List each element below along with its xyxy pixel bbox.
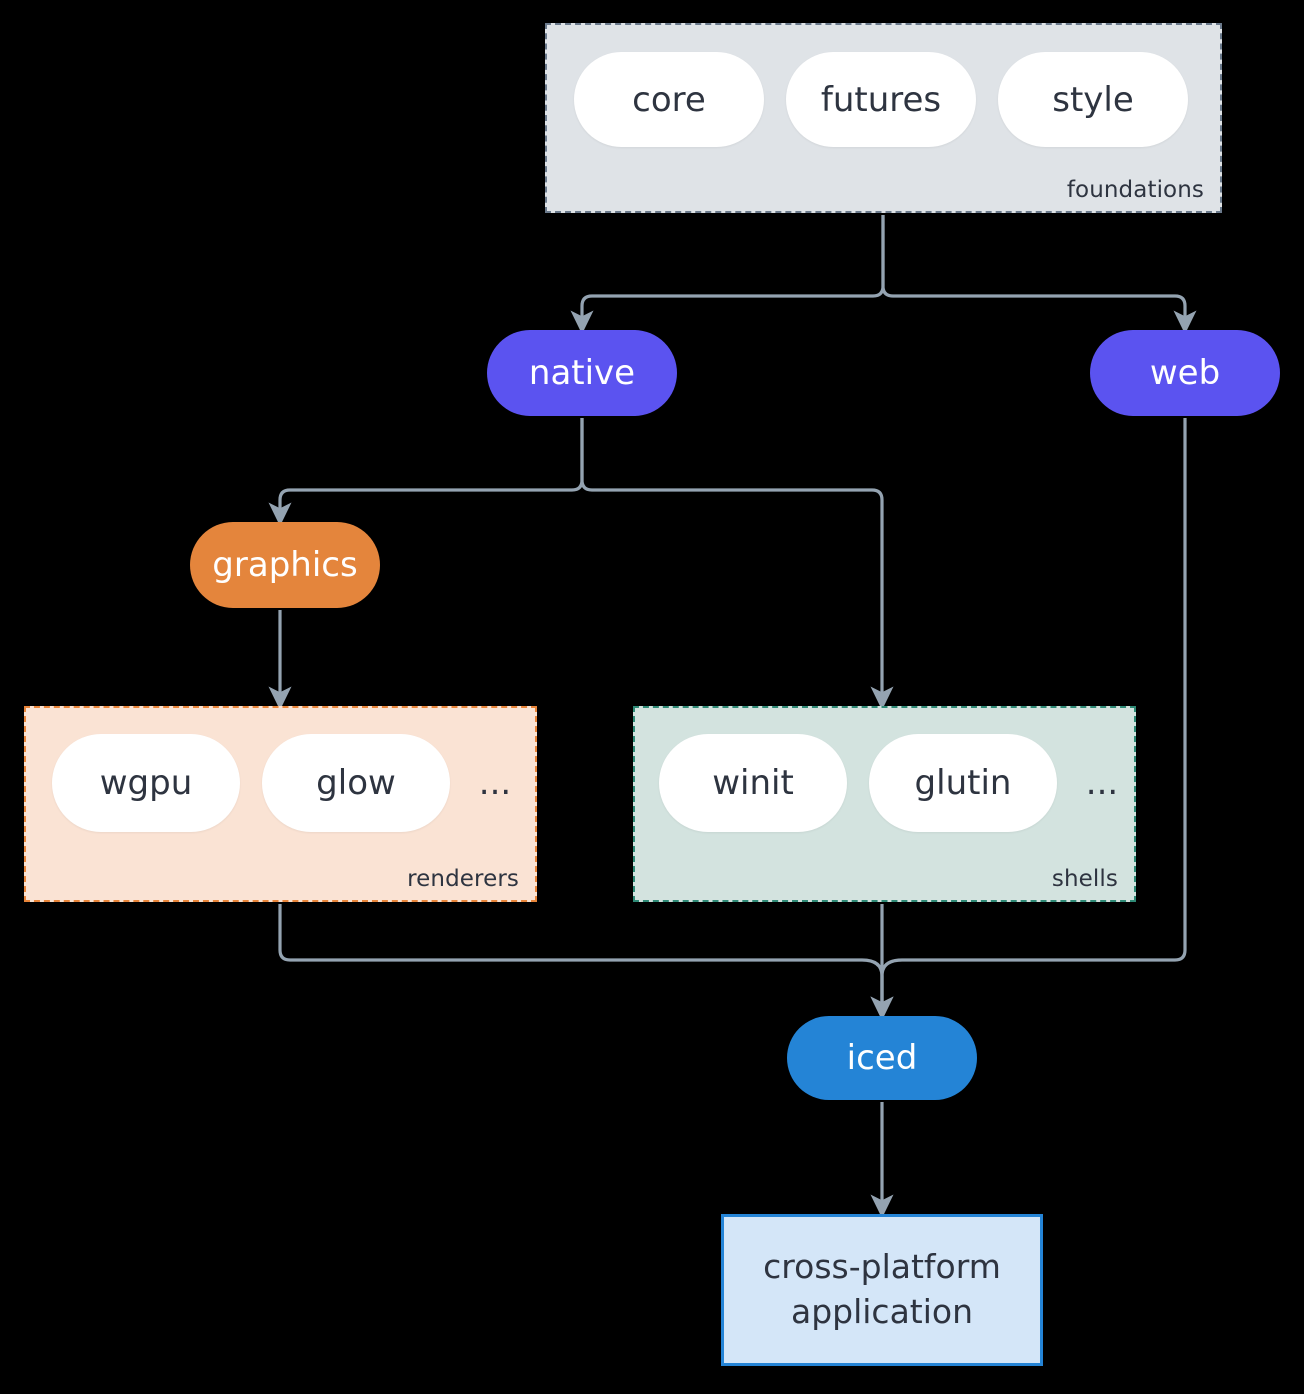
edge-foundations-to-web bbox=[881, 215, 1197, 335]
node-iced[interactable]: iced bbox=[787, 1016, 977, 1100]
group-label-renderers: renderers bbox=[407, 866, 519, 892]
pill-glutin[interactable]: glutin bbox=[869, 734, 1057, 832]
pill-wgpu[interactable]: wgpu bbox=[52, 734, 240, 832]
pill-core[interactable]: core bbox=[574, 52, 764, 147]
renderers-more-ellipsis: ... bbox=[478, 763, 512, 803]
edge-native-to-shells bbox=[580, 418, 894, 711]
node-cross-platform-application[interactable]: cross-platform application bbox=[721, 1214, 1043, 1366]
edge-foundations-to-native bbox=[570, 215, 885, 335]
pill-glow[interactable]: glow bbox=[262, 734, 450, 832]
application-line-1: cross-platform bbox=[763, 1247, 1001, 1287]
group-label-foundations: foundations bbox=[1066, 177, 1204, 203]
group-label-shells: shells bbox=[1051, 866, 1118, 892]
pill-winit[interactable]: winit bbox=[659, 734, 847, 832]
shells-more-ellipsis: ... bbox=[1085, 763, 1119, 803]
pill-futures[interactable]: futures bbox=[786, 52, 976, 147]
node-web[interactable]: web bbox=[1090, 330, 1280, 416]
edge-native-to-graphics bbox=[268, 418, 584, 527]
application-line-2: application bbox=[790, 1292, 974, 1331]
node-native[interactable]: native bbox=[487, 330, 677, 416]
edge-renderers-to-iced bbox=[278, 904, 894, 1021]
pill-style[interactable]: style bbox=[998, 52, 1188, 147]
group-renderers: wgpu glow ... renderers bbox=[24, 706, 537, 902]
shells-items: winit glutin ... bbox=[659, 734, 1125, 832]
foundations-items: core futures style bbox=[574, 52, 1188, 147]
group-shells: winit glutin ... shells bbox=[633, 706, 1136, 902]
group-foundations: core futures style foundations bbox=[545, 23, 1222, 213]
renderers-items: wgpu glow ... bbox=[52, 734, 518, 832]
node-graphics[interactable]: graphics bbox=[190, 522, 380, 608]
